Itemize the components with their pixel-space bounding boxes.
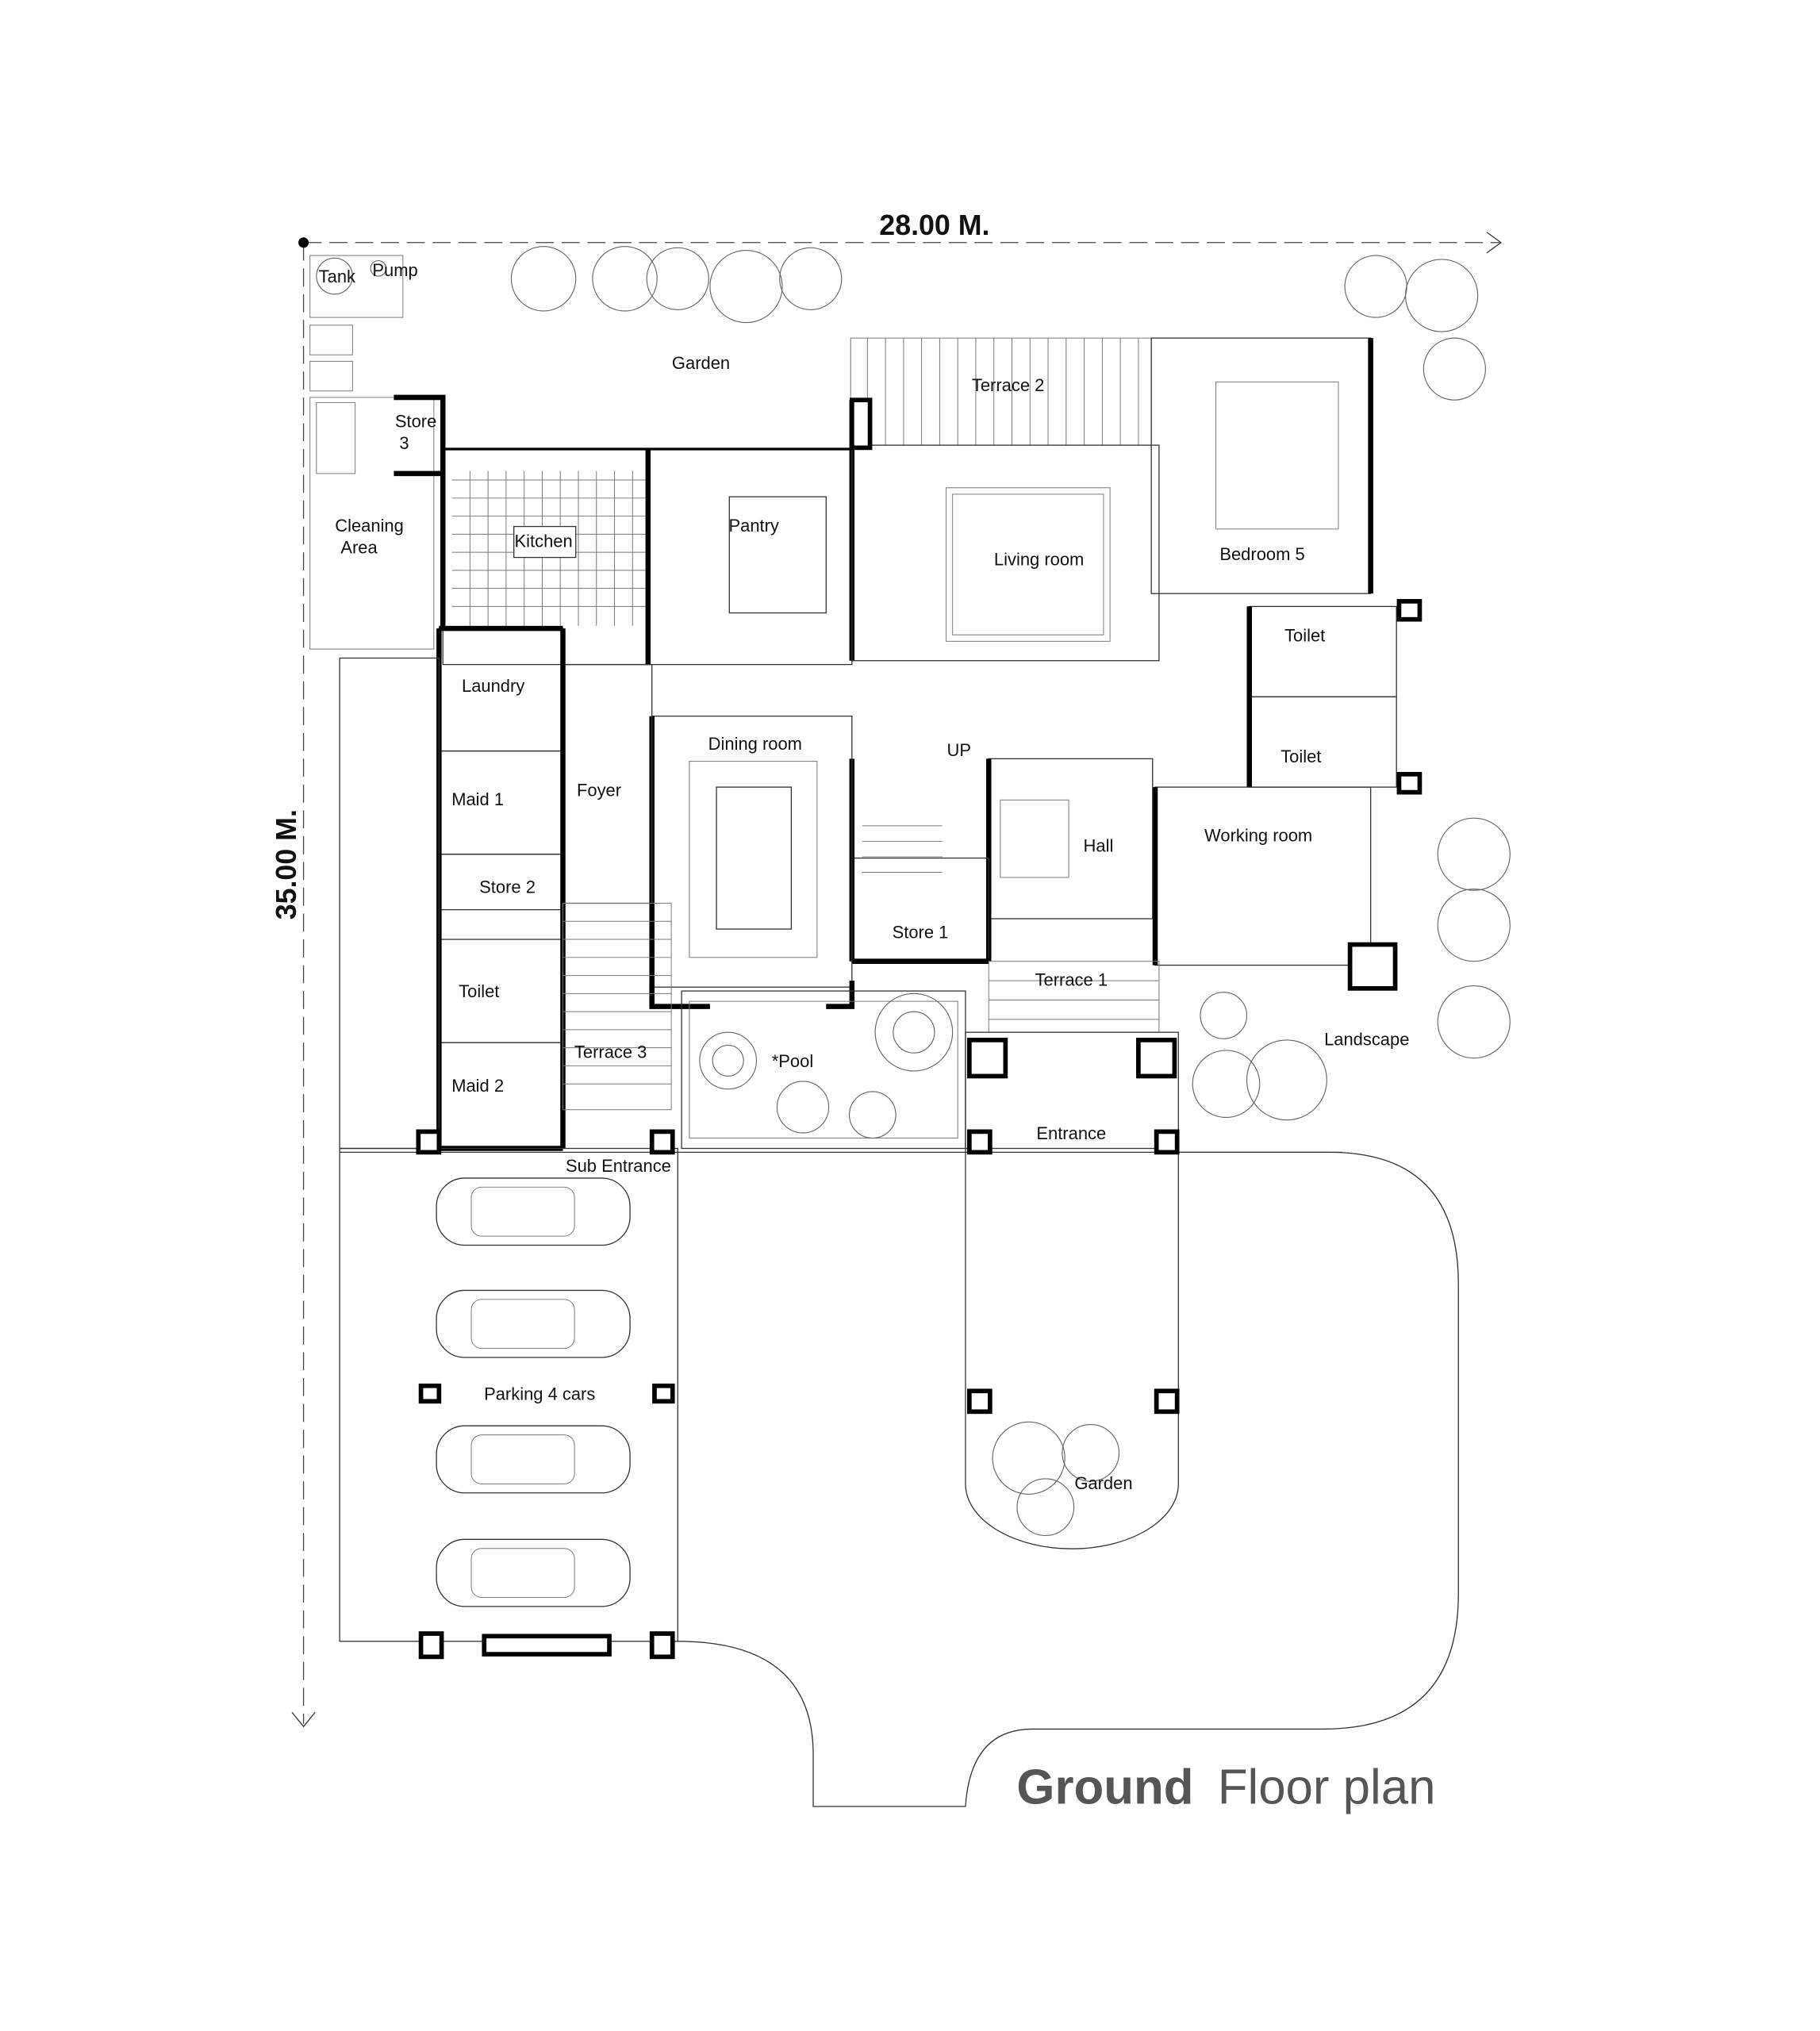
pool bbox=[681, 990, 966, 1150]
label-hall: Hall bbox=[1084, 835, 1114, 855]
service-yard bbox=[309, 255, 446, 650]
label-store-3-number: 3 bbox=[399, 433, 409, 453]
label-working-room: Working room bbox=[1204, 825, 1312, 845]
label-toilet-upper: Toilet bbox=[1284, 625, 1325, 645]
depth-dimension-label: 35.00 M. bbox=[271, 809, 302, 920]
label-bedroom-5: Bedroom 5 bbox=[1219, 544, 1304, 564]
label-dining-room: Dining room bbox=[708, 734, 802, 754]
dimension-lines bbox=[291, 232, 1503, 1728]
label-toilet-lower: Toilet bbox=[1281, 747, 1321, 766]
label-pantry: Pantry bbox=[728, 516, 778, 536]
terrace-3-deck bbox=[563, 903, 672, 1111]
label-store-3: Store bbox=[395, 411, 436, 431]
label-cleaning: Cleaning bbox=[335, 516, 404, 536]
label-foyer: Foyer bbox=[577, 781, 621, 800]
label-parking: Parking 4 cars bbox=[484, 1384, 595, 1404]
label-terrace-1: Terrace 1 bbox=[1035, 970, 1108, 990]
label-maid-1: Maid 1 bbox=[451, 789, 504, 809]
label-garden-front: Garden bbox=[1074, 1473, 1132, 1493]
label-sub-entrance: Sub Entrance bbox=[566, 1156, 671, 1176]
trees bbox=[510, 246, 1511, 1537]
width-dimension-label: 28.00 M. bbox=[879, 209, 989, 241]
label-pool: *Pool bbox=[772, 1051, 813, 1071]
label-tank: Tank bbox=[319, 267, 355, 286]
label-terrace-3: Terrace 3 bbox=[574, 1042, 647, 1062]
room-labels: Tank Pump Garden Terrace 2 Store 3 Clean… bbox=[319, 260, 1410, 1493]
label-store-1: Store 1 bbox=[893, 922, 949, 942]
label-landscape: Landscape bbox=[1324, 1029, 1409, 1049]
label-living-room: Living room bbox=[994, 549, 1084, 569]
parked-cars bbox=[436, 1177, 631, 1607]
label-stair-up: UP bbox=[947, 740, 971, 760]
building-walls bbox=[436, 337, 1423, 1151]
label-kitchen: Kitchen bbox=[515, 532, 573, 551]
columns bbox=[416, 397, 1180, 1660]
plan-title: Ground Floor plan bbox=[1016, 1760, 1435, 1815]
label-store-2: Store 2 bbox=[479, 877, 536, 896]
plan-title-light: Floor plan bbox=[1218, 1760, 1436, 1815]
label-laundry: Laundry bbox=[462, 676, 524, 696]
kitchen-tiles bbox=[451, 470, 646, 626]
label-garden-north: Garden bbox=[672, 353, 730, 373]
label-pump: Pump bbox=[372, 260, 417, 280]
label-maid-2: Maid 2 bbox=[451, 1076, 504, 1096]
label-cleaning-area: Area bbox=[340, 538, 378, 558]
label-entrance: Entrance bbox=[1036, 1123, 1106, 1143]
label-toilet-maid: Toilet bbox=[459, 981, 499, 1001]
label-terrace-2: Terrace 2 bbox=[972, 375, 1044, 395]
plan-title-bold: Ground bbox=[1016, 1760, 1193, 1815]
